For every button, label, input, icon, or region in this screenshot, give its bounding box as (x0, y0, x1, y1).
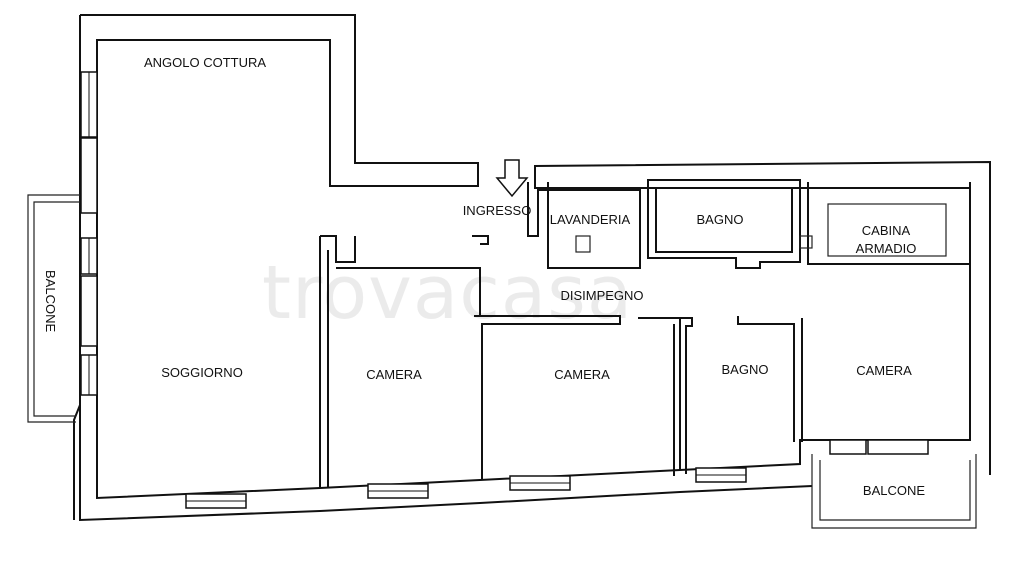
room-label-camera-2: CAMERA (554, 367, 610, 382)
balcony-right: BALCONE (811, 454, 977, 529)
room-label-bagno-top: BAGNO (697, 212, 744, 227)
watermark-logo: trovacasa (262, 250, 633, 336)
room-label-lavanderia: LAVANDERIA (550, 212, 631, 227)
room-label-balcone-left: BALCONE (43, 270, 58, 332)
room-label-soggiorno: SOGGIORNO (161, 365, 243, 380)
room-label-armadio: ARMADIO (856, 241, 917, 256)
entry-arrow-icon (495, 159, 529, 198)
watermark-text: trovacasa (262, 250, 633, 336)
room-label-cabina: CABINA (862, 223, 911, 238)
room-label-ingresso: INGRESSO (463, 203, 532, 218)
balcony-left: BALCONE (27, 194, 80, 423)
room-label-bagno-bottom: BAGNO (722, 362, 769, 377)
bottom-windows (185, 439, 929, 509)
room-label-camera-3: CAMERA (856, 363, 912, 378)
room-label-camera-1: CAMERA (366, 367, 422, 382)
room-label-angolo-cottura: ANGOLO COTTURA (144, 55, 266, 70)
interior-walls (319, 179, 971, 488)
room-label-disimpegno: DISIMPEGNO (560, 288, 643, 303)
left-windows (80, 71, 98, 396)
room-label-balcone-right: BALCONE (863, 483, 925, 498)
